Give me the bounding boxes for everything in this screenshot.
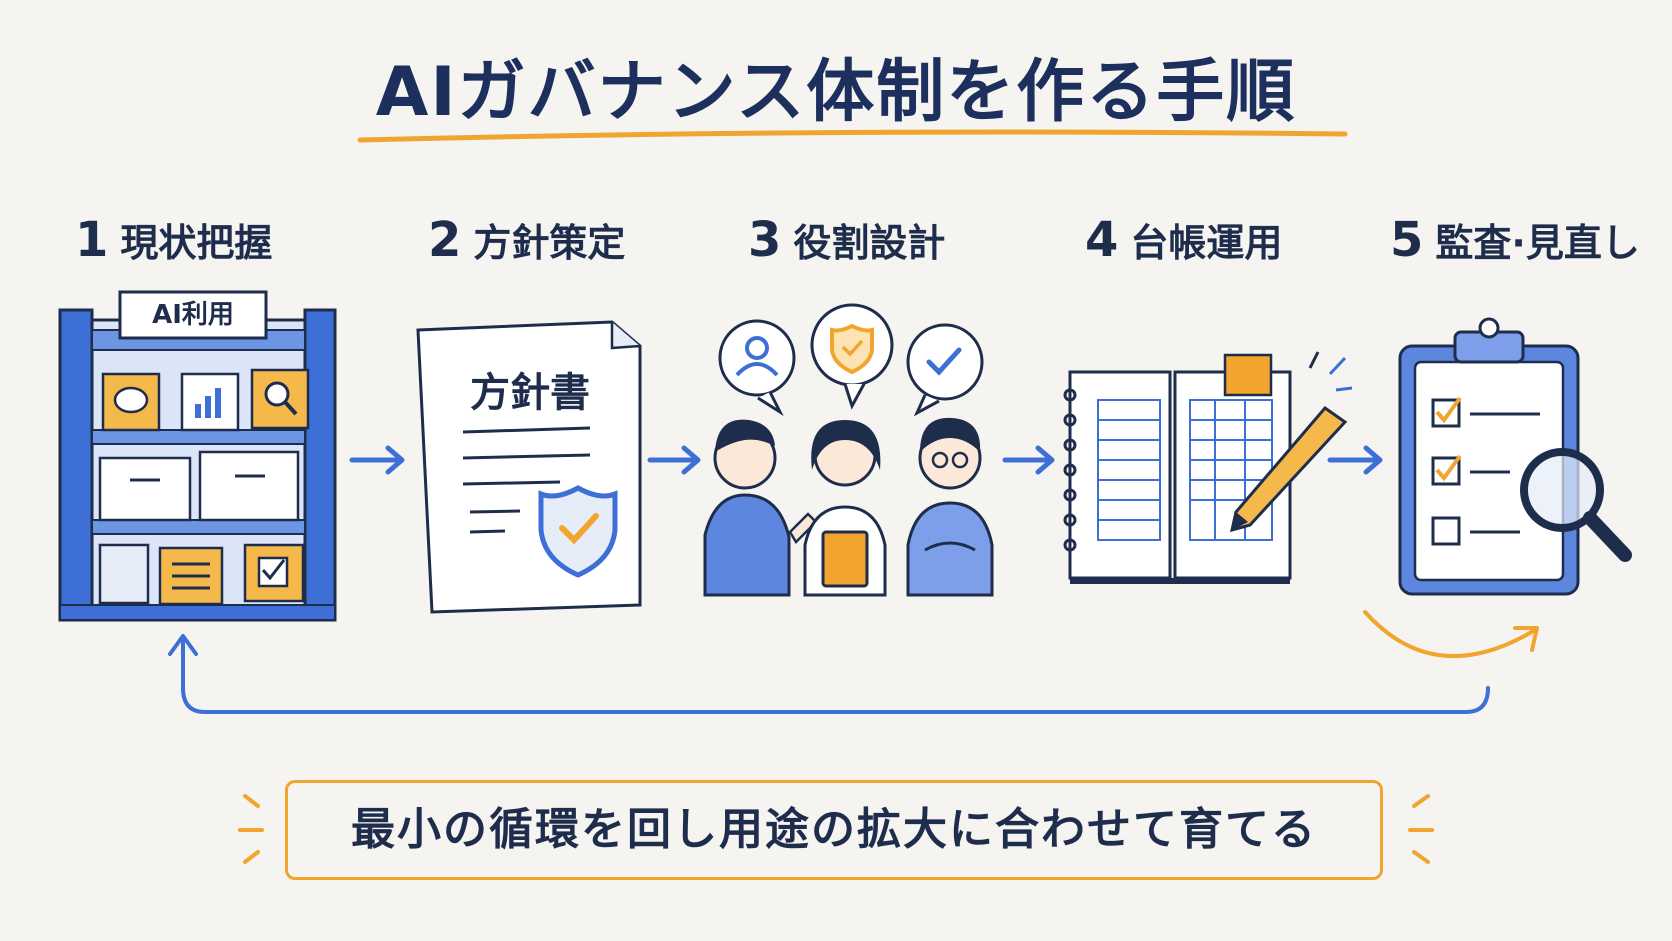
arrow-right-icon (647, 445, 701, 475)
arrow-right-icon (349, 445, 405, 475)
ledger-illustration (1063, 351, 1353, 584)
cycle-arc-arrow (1363, 610, 1537, 658)
magnifier-icon (264, 381, 290, 407)
title-underline (357, 129, 1348, 143)
clipboard-icon (821, 530, 869, 588)
chat-icon (113, 386, 149, 414)
pencil-icon (1229, 405, 1348, 533)
step-number: 2 (428, 212, 462, 268)
sparkle-marks (238, 794, 1434, 864)
checkbox-empty-icon (1431, 516, 1461, 546)
arrow-right-icon (1327, 445, 1383, 475)
arrow-right-icon (1002, 445, 1055, 475)
team-illustration (703, 303, 994, 597)
glasses-icon (931, 451, 949, 469)
shelf-illustration (58, 290, 337, 622)
step-number: 3 (748, 212, 782, 268)
step-number: 5 (1390, 212, 1424, 268)
step-title: 監査·見直し (1435, 221, 1640, 265)
step-number: 4 (1085, 212, 1119, 268)
feedback-loop-arrow (181, 638, 1490, 714)
step-title: 方針策定 (473, 221, 626, 265)
policy-document-title: 方針書 (470, 370, 590, 416)
step-title: 現状把握 (120, 221, 273, 265)
policy-document-illustration (416, 320, 642, 614)
storage-box (198, 450, 300, 522)
step-title: 台帳運用 (1130, 221, 1283, 265)
user-icon (745, 336, 769, 360)
shelf-sign-text: AI利用 (152, 300, 234, 330)
page-title: AIガバナンス体制を作る手順 (375, 53, 1297, 132)
storage-box (98, 456, 192, 522)
paper-stack (98, 543, 150, 605)
bottom-message: 最小の循環を回し用途の拡大に合わせて育てる (285, 780, 1383, 880)
person-body (906, 501, 994, 597)
check-icon (926, 347, 962, 376)
audit-clipboard-illustration (1398, 317, 1632, 596)
person-body (703, 493, 791, 597)
magnifier-icon (1520, 448, 1604, 532)
sticky-note (1223, 353, 1273, 397)
shelf-sign-board (118, 290, 268, 340)
spiral-binding (1063, 388, 1077, 552)
shield-icon (830, 323, 874, 375)
step-title: 役割設計 (793, 221, 946, 265)
step-number: 1 (75, 212, 109, 268)
bar-chart-icon (195, 404, 201, 418)
